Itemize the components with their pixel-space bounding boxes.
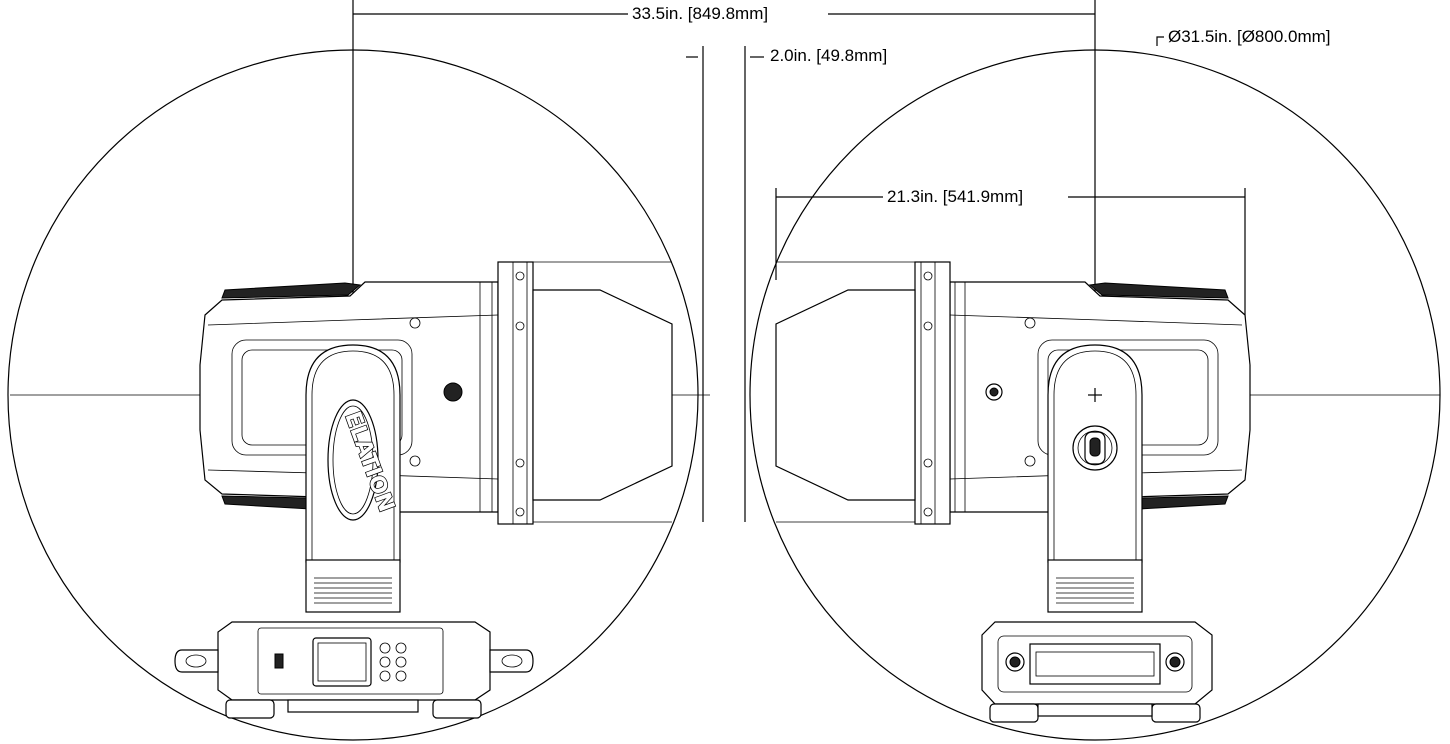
- left-display: [312, 637, 372, 687]
- right-bracket: [914, 261, 951, 525]
- left-fixture: ELATION: [10, 261, 710, 719]
- right-fixture: [775, 261, 1440, 723]
- dim-overall-width-label: 33.5in. [849.8mm]: [630, 4, 771, 24]
- dim-head-width-label: 21.3in. [541.9mm]: [885, 187, 1026, 207]
- dim-diameter-leader: [1156, 36, 1164, 46]
- left-handle-right: [489, 649, 534, 673]
- dim-offset-label: 2.0in. [49.8mm]: [768, 46, 890, 66]
- left-handle-left: [174, 649, 219, 673]
- elation-logo: [327, 399, 379, 521]
- dim-swing-diameter-label: Ø31.5in. [Ø800.0mm]: [1166, 27, 1333, 47]
- dim-head-width-line: [775, 188, 1246, 330]
- tilt-lock-knob: [1072, 425, 1118, 471]
- right-lens-housing: [775, 289, 916, 501]
- left-lens-housing: [532, 289, 673, 501]
- left-buttons: [379, 642, 407, 682]
- dim-offset-line: [686, 46, 764, 522]
- left-bracket: [497, 261, 534, 525]
